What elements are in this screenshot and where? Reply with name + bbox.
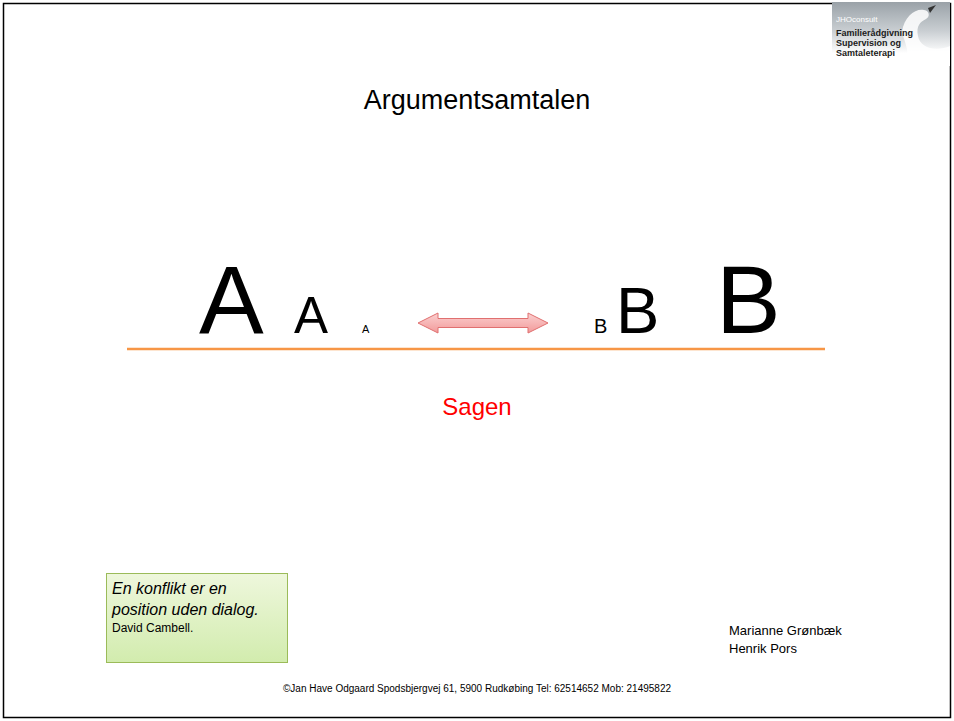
position-letter: A bbox=[294, 290, 328, 341]
position-letter: A bbox=[199, 251, 264, 348]
double-arrow bbox=[418, 313, 548, 333]
case-label: Sagen bbox=[442, 395, 511, 419]
logo-tagline: Familierådgivning Supervision og Samtale… bbox=[836, 28, 928, 59]
footer-text: ©Jan Have Odgaard Spodsbjergvej 61, 5900… bbox=[283, 684, 671, 694]
logo-name: JHOconsult bbox=[836, 16, 896, 25]
quote-text: En konflikt er en position uden dialog. bbox=[112, 579, 282, 621]
position-letter: B bbox=[594, 316, 607, 336]
swan-body bbox=[902, 10, 950, 66]
logo-box: JHOconsultFamilierådgivning Supervision … bbox=[832, 2, 950, 66]
position-letter: B bbox=[616, 278, 659, 343]
slide-title: Argumentsamtalen bbox=[364, 84, 591, 116]
quote-author: David Cambell. bbox=[112, 621, 282, 635]
author-name: Henrik Pors bbox=[729, 642, 797, 655]
position-letter: A bbox=[362, 324, 369, 335]
slide-frame bbox=[4, 4, 951, 718]
position-letter: B bbox=[716, 251, 781, 348]
swan-beak bbox=[928, 5, 936, 13]
author-name: Marianne Grønbæk bbox=[729, 624, 842, 637]
quote-box: En konflikt er en position uden dialog.D… bbox=[106, 573, 288, 663]
case-line bbox=[127, 348, 825, 351]
